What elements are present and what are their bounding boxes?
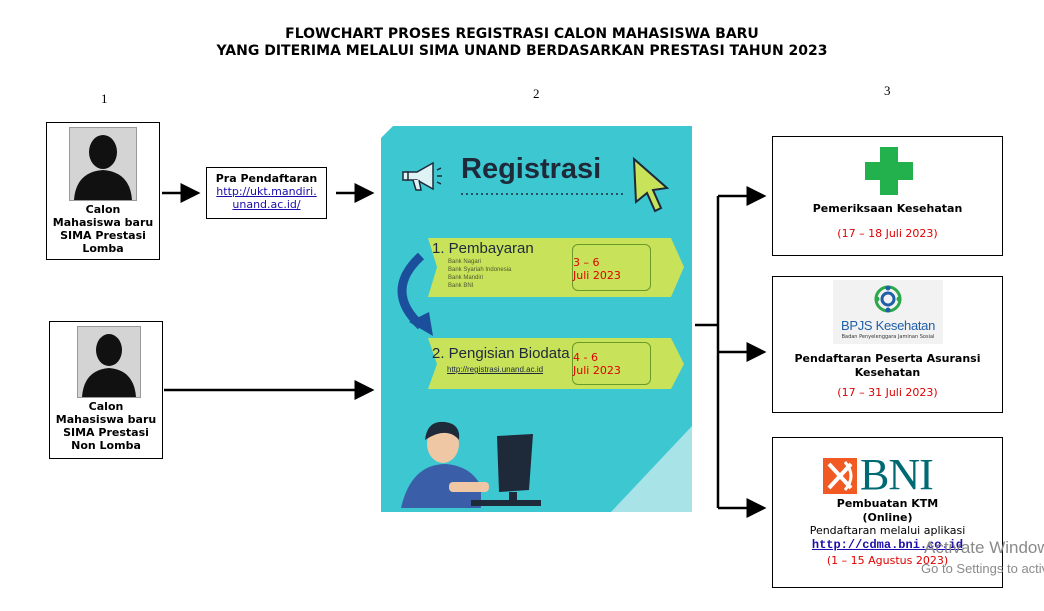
page-title-line2: YANG DITERIMA MELALUI SIMA UNAND BERDASA… (216, 43, 828, 59)
step2-date-box: 4 - 6 Juli 2023 (572, 342, 651, 385)
bpjs-logo-text: BPJS Kesehatan (840, 318, 936, 333)
bpjs-date: (17 – 31 Juli 2023) (837, 386, 938, 399)
candidate-nonlomba-box: Calon Mahasiswa baru SIMA Prestasi Non L… (49, 321, 163, 459)
bpjs-box: BPJS Kesehatan Badan Penyelenggara Jamin… (772, 276, 1003, 413)
health-check-date: (17 – 18 Juli 2023) (837, 227, 938, 240)
bank-item: Bank Syariah Indonesia (448, 267, 512, 273)
bank-item: Bank BNI (448, 283, 474, 289)
candidate-label-line: Mahasiswa baru (52, 216, 154, 229)
ktm-box: BNI Pembuatan KTM (Online) Pendaftaran m… (772, 437, 1003, 588)
page-title-line1: FLOWCHART PROSES REGISTRASI CALON MAHASI… (285, 26, 759, 42)
person-silhouette-icon (77, 326, 141, 398)
column-number-3: 3 (884, 83, 891, 98)
pre-registration-title: Pra Pendaftaran (215, 172, 318, 185)
candidate-label-line: Non Lomba (71, 439, 141, 452)
folded-corner (381, 126, 393, 138)
ktm-desc: Pendaftaran melalui aplikasi (809, 524, 966, 537)
pre-registration-box: Pra Pendaftaran http://ukt.mandiri. unan… (206, 167, 327, 219)
candidate-label-line: Calon (85, 203, 121, 216)
registration-panel: Registrasi 1. Pembayaran Bank Nagari Ban… (381, 126, 692, 512)
curved-arrow-icon (397, 252, 425, 330)
cursor-icon (632, 156, 670, 213)
step2-title: 2. Pengisian Biodata (432, 345, 570, 362)
column-number-1: 1 (101, 91, 108, 106)
activation-watermark-subtitle[interactable]: Go to Settings to activate Windows. (921, 561, 1044, 576)
bni-logo-icon (823, 458, 857, 494)
registration-heading: Registrasi (461, 153, 602, 185)
person-at-computer-illustration (401, 421, 541, 508)
candidate-label-line: Lomba (82, 242, 124, 255)
column-number-2: 2 (533, 86, 540, 101)
bpjs-logo-sub: Badan Penyelenggara Jaminan Sosial (841, 334, 935, 340)
bpjs-logo-icon (874, 285, 902, 313)
medical-cross-icon (865, 147, 913, 195)
decor-corner (611, 426, 692, 512)
bank-item: Bank Nagari (448, 259, 482, 265)
bpjs-title: Pendaftaran Peserta Asuransi (794, 352, 981, 365)
person-silhouette-icon (69, 127, 137, 201)
step1-date: 3 – 6 (573, 256, 600, 269)
candidate-lomba-box: Calon Mahasiswa baru SIMA Prestasi Lomba (46, 122, 160, 260)
candidate-label-line: Calon (88, 400, 124, 413)
pre-registration-link[interactable]: unand.ac.id/ (232, 198, 301, 211)
ktm-link[interactable]: http://cdma.bni.co.id (811, 538, 964, 552)
step1-date: Juli 2023 (573, 269, 621, 282)
candidate-label-line: Mahasiswa baru (55, 413, 157, 426)
health-check-box: Pemeriksaan Kesehatan (17 – 18 Juli 2023… (772, 136, 1003, 256)
ktm-title: Pembuatan KTM (836, 497, 939, 510)
bpjs-logo: BPJS Kesehatan Badan Penyelenggara Jamin… (833, 280, 943, 344)
step1-title: 1. Pembayaran (432, 240, 534, 257)
step2-date: Juli 2023 (573, 364, 621, 377)
health-check-title: Pemeriksaan Kesehatan (812, 202, 963, 215)
candidate-label-line: SIMA Prestasi (60, 229, 146, 242)
pre-registration-link[interactable]: http://ukt.mandiri. (216, 185, 317, 198)
ktm-title: (Online) (862, 511, 913, 524)
step2-banner (428, 338, 684, 389)
step2-link[interactable]: http://registrasi.unand.ac.id (447, 365, 544, 374)
step1-banner (428, 238, 684, 297)
megaphone-icon (402, 161, 442, 191)
bni-logo-text: BNI (860, 450, 934, 499)
activation-watermark-title: Activate Windows (924, 538, 1044, 557)
step1-date-box: 3 – 6 Juli 2023 (572, 244, 651, 291)
step2-date: 4 - 6 (573, 351, 598, 364)
ktm-date: (1 – 15 Agustus 2023) (826, 554, 949, 567)
bank-item: Bank Mandiri (448, 275, 484, 281)
candidate-label-line: SIMA Prestasi (63, 426, 149, 439)
bpjs-title: Kesehatan (854, 366, 921, 379)
